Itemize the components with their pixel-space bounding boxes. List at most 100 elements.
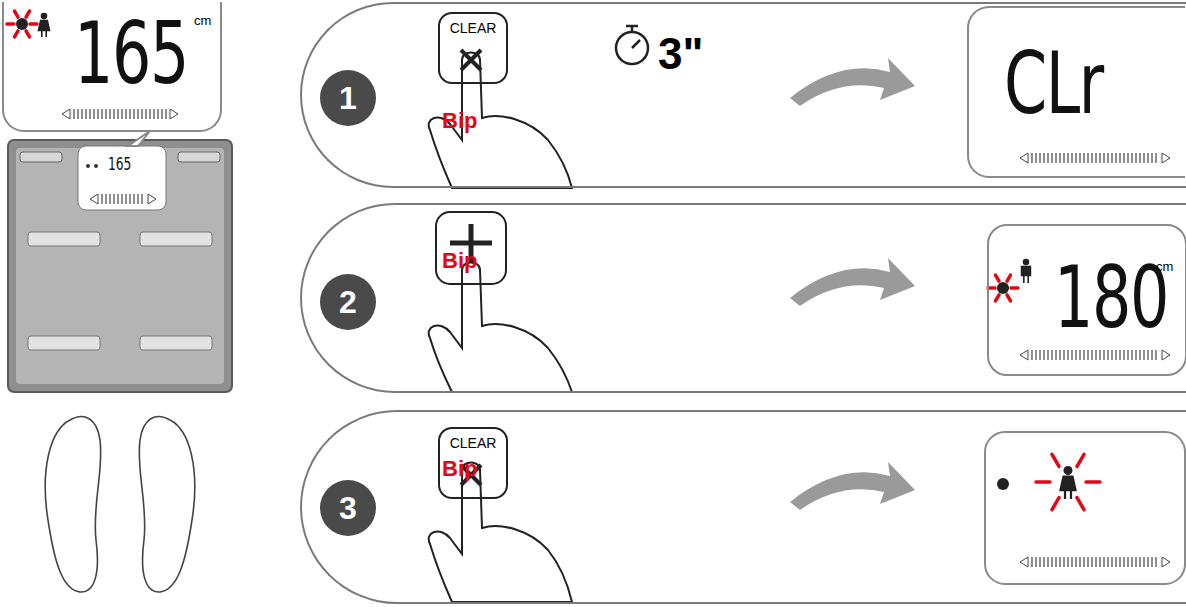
bar-tick: [1103, 557, 1104, 567]
bar-tick: [1051, 350, 1052, 360]
bar-tick: [1099, 557, 1100, 567]
button-label: CLEAR: [450, 436, 497, 450]
bar-tick: [1055, 557, 1056, 567]
bar-tick: [1095, 557, 1096, 567]
person-icon: [1023, 259, 1030, 266]
bar-tick: [1079, 557, 1080, 567]
bar-tick: [1095, 350, 1096, 360]
flash-ray: [1052, 498, 1059, 510]
bar-tick: [137, 194, 138, 204]
bar-tick: [1119, 557, 1120, 567]
bar-tick: [109, 109, 110, 119]
bar-tick: [1079, 153, 1080, 163]
bar-tick: [117, 109, 118, 119]
flash-ray: [26, 31, 30, 37]
bar-tick: [97, 109, 98, 119]
bar-tick: [1139, 557, 1140, 567]
step-number-text: 2: [339, 286, 357, 318]
display-digits: 180: [1054, 254, 1168, 340]
bar-tick: [1083, 350, 1084, 360]
bar-tick: [1063, 153, 1064, 163]
curved-arrow: [790, 58, 915, 510]
bar-tick: [1035, 153, 1036, 163]
flash-ray: [30, 22, 37, 26]
bar-tick: [1067, 557, 1068, 567]
bar-tick: [93, 109, 94, 119]
bar-tick: [1143, 350, 1144, 360]
bar-tick: [1139, 153, 1140, 163]
bar-tick: [1063, 557, 1064, 567]
bar-tick: [133, 109, 134, 119]
bar-tick: [129, 194, 130, 204]
timer-icon: [616, 26, 648, 64]
bar-tick: [1071, 153, 1072, 163]
bar-tick: [1155, 153, 1156, 163]
person-icon: [1022, 267, 1031, 284]
step-number: 2: [320, 274, 376, 330]
bar-tick: [1099, 350, 1100, 360]
bar-tick: [133, 194, 134, 204]
bar-tick: [1047, 557, 1048, 567]
bar-tick: [1047, 350, 1048, 360]
bar-tick: [1111, 153, 1112, 163]
bar-tick: [1119, 153, 1120, 163]
hand: [429, 53, 572, 603]
flash-ray: [996, 275, 1000, 281]
bar-tick: [145, 109, 146, 119]
flash-ray: [996, 295, 1000, 301]
bar-tick: [109, 194, 110, 204]
bar-tick: [1127, 557, 1128, 567]
bar-arrow: [90, 194, 98, 204]
flash-ray: [1036, 480, 1050, 484]
unit-label: cm: [194, 14, 211, 27]
person-icon: [39, 21, 50, 38]
bar-tick: [1111, 557, 1112, 567]
bar-tick: [1031, 350, 1032, 360]
bar-arrow: [1020, 557, 1028, 567]
bar-arrow: [170, 109, 178, 119]
flash-ray: [15, 31, 19, 37]
button-label: CLEAR: [450, 21, 497, 35]
bar-tick: [1099, 153, 1100, 163]
bar-arrow: [1162, 557, 1170, 567]
bar-arrow: [1020, 350, 1028, 360]
bar-tick: [117, 194, 118, 204]
beep-label: Bip: [442, 250, 477, 272]
bar-tick: [1059, 153, 1060, 163]
bar-tick: [1147, 350, 1148, 360]
bar-tick: [101, 109, 102, 119]
bar-tick: [1151, 153, 1152, 163]
bar-arrow: [1020, 153, 1028, 163]
bar-tick: [1055, 350, 1056, 360]
bar-tick: [1091, 153, 1092, 163]
bar-tick: [125, 194, 126, 204]
feet: [45, 417, 195, 592]
step-band: 3"Bip1CLEARCLr: [300, 2, 1186, 188]
bar-tick: [1103, 153, 1104, 163]
step-band: Bip2180cm: [300, 203, 1186, 393]
bar-tick: [1043, 350, 1044, 360]
step-number-text: 1: [339, 82, 357, 114]
bar-tick: [1151, 557, 1152, 567]
bar-tick: [1067, 153, 1068, 163]
bar-tick: [1051, 153, 1052, 163]
bar-tick: [1059, 557, 1060, 567]
bar-tick: [1111, 350, 1112, 360]
bar-tick: [1067, 350, 1068, 360]
bar-tick: [1151, 350, 1152, 360]
bar-arrow: [62, 109, 70, 119]
bar-tick: [1063, 350, 1064, 360]
bar-tick: [149, 109, 150, 119]
bar-tick: [1131, 153, 1132, 163]
bar-tick: [1043, 557, 1044, 567]
bar-tick: [85, 109, 86, 119]
bar-tick: [101, 194, 102, 204]
bar-tick: [121, 194, 122, 204]
lcd-callout: 165cm: [2, 2, 222, 132]
bar-tick: [1075, 153, 1076, 163]
lcd-display: CLr: [967, 6, 1185, 178]
clear-button: CLEAR: [438, 12, 508, 84]
person-icon: [41, 13, 48, 20]
bar-tick: [1103, 350, 1104, 360]
bar-tick: [1075, 557, 1076, 567]
